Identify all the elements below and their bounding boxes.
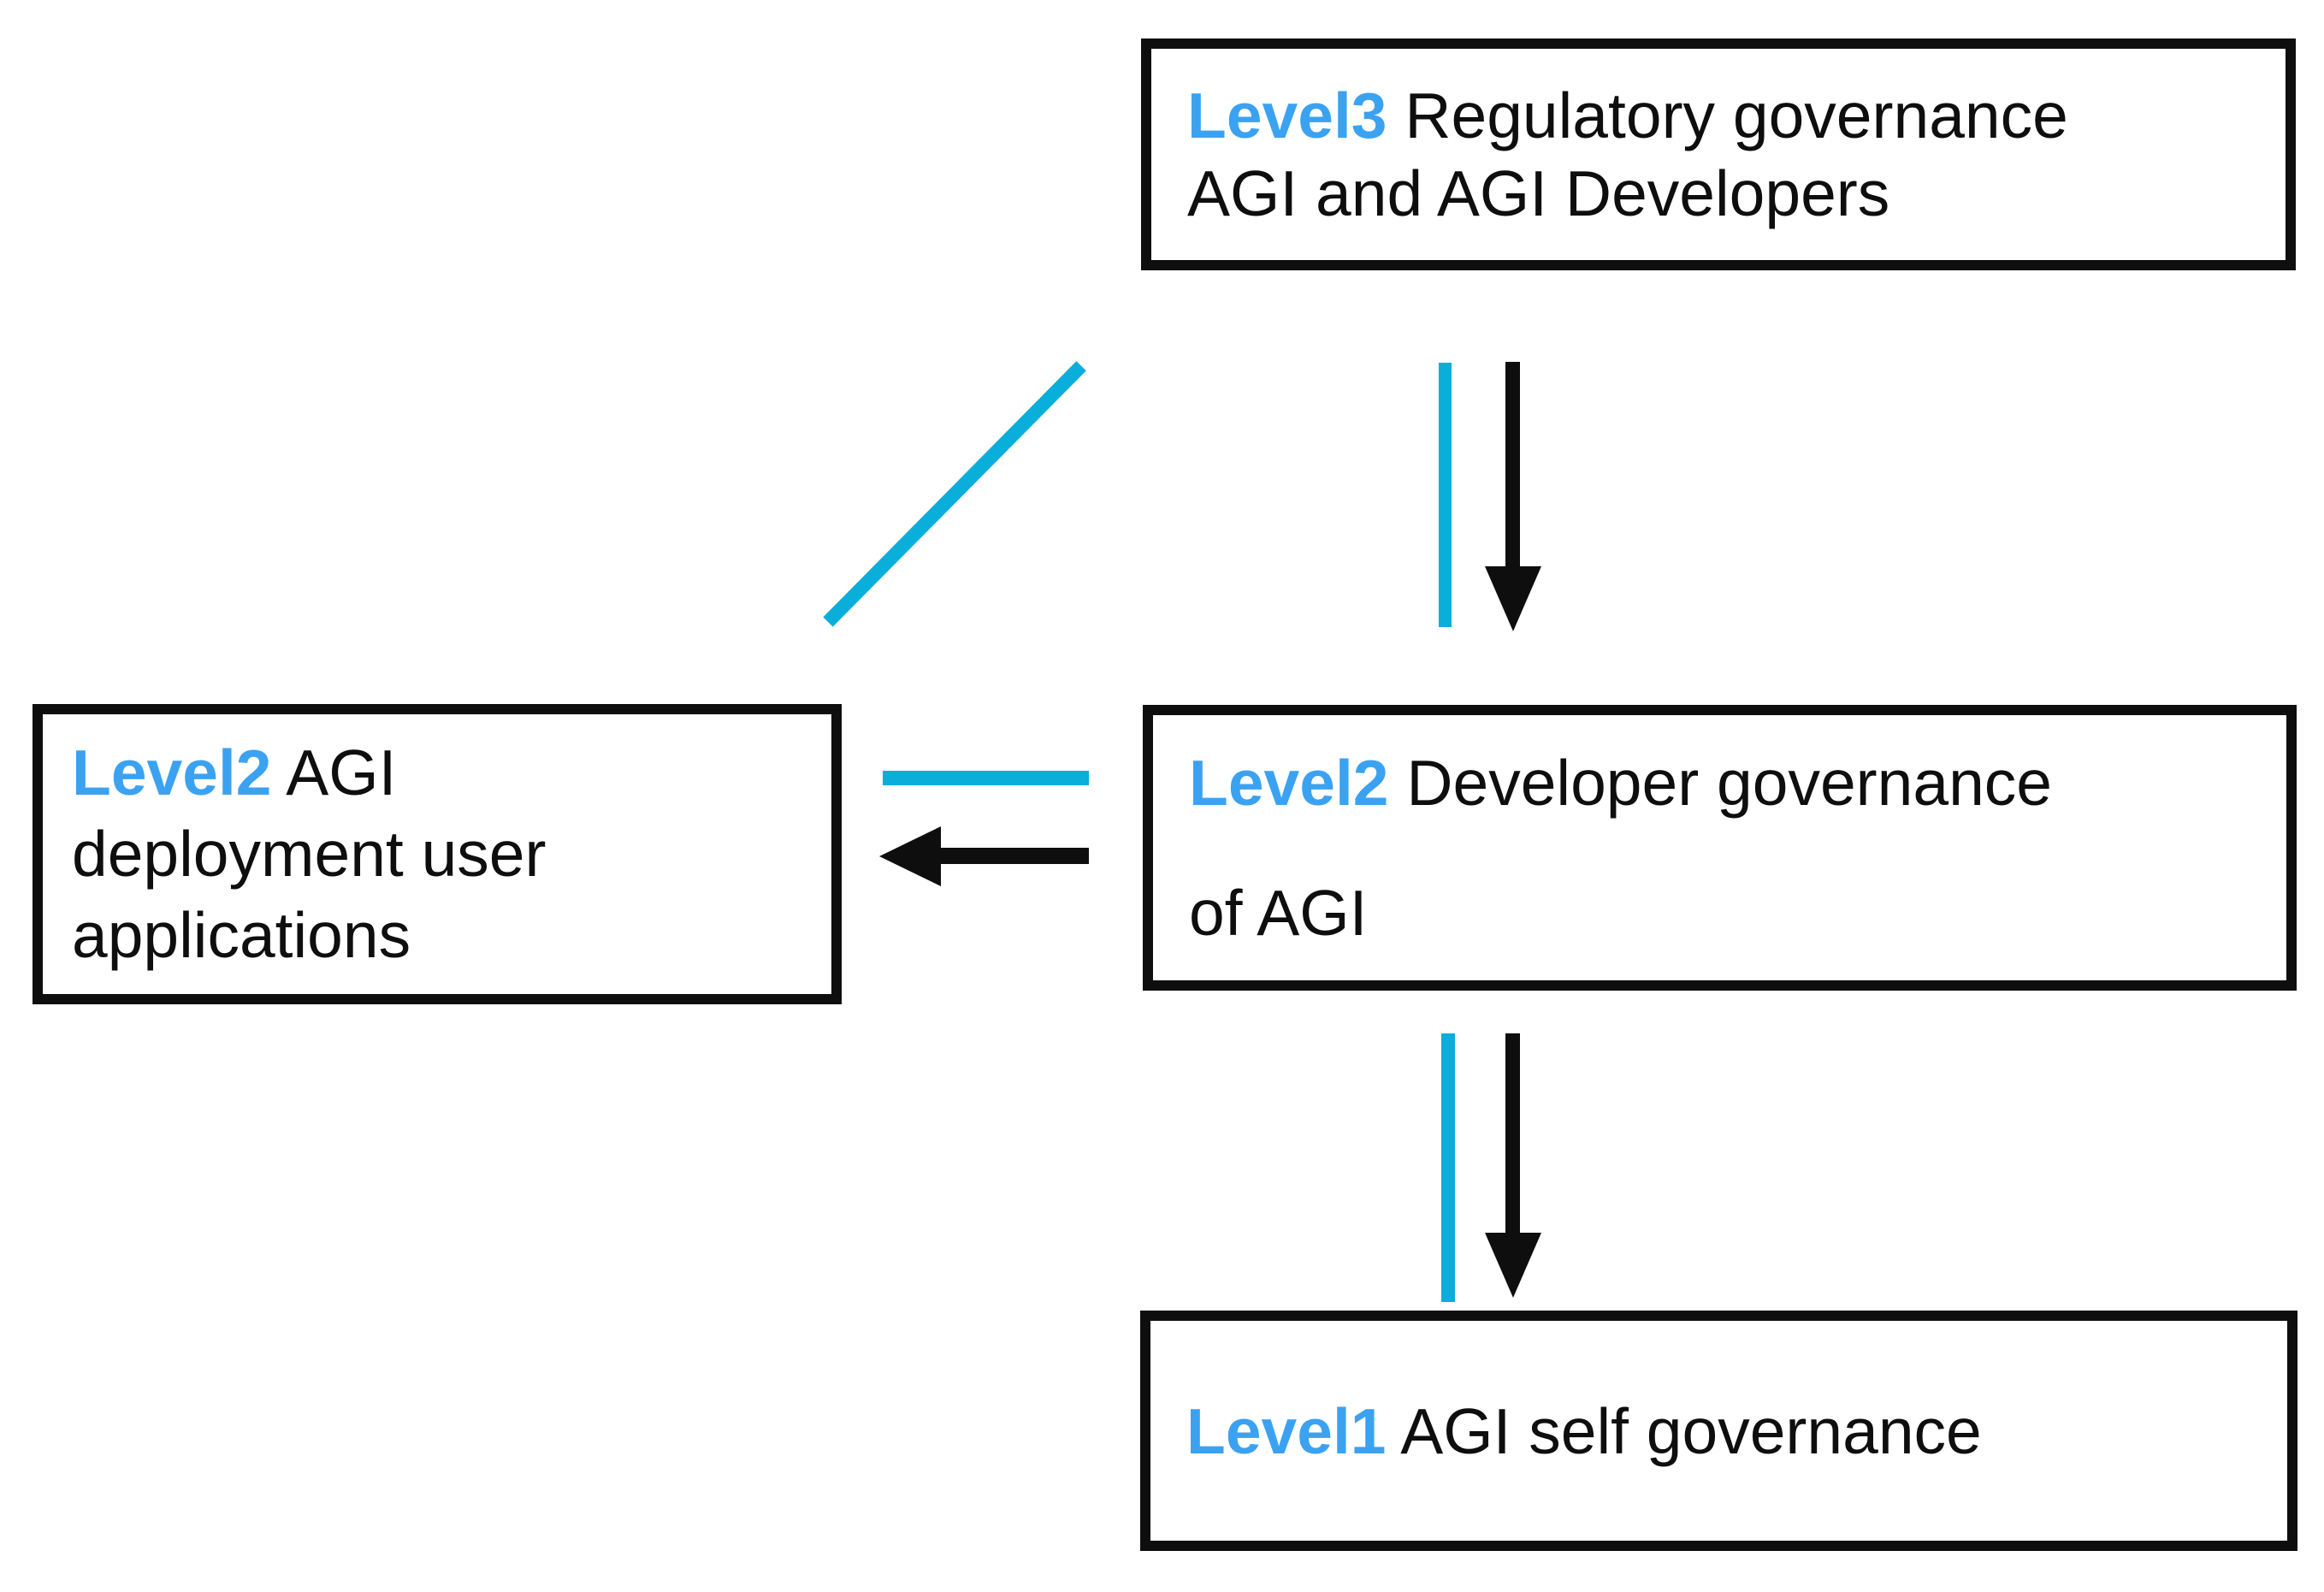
box-level2-left-text-block: Level2 AGI deployment user applications [43,732,831,976]
box-level3-text-block: Level3 Regulatory governance AGI and AGI… [1151,77,2286,233]
level1-description: AGI self governance [1400,1394,1982,1467]
box-level1-agi-self-governance: Level1 AGI self governance [1140,1311,2297,1551]
black-arrow-level3-to-level2-shaft [1505,362,1520,571]
level2-right-label: Level2 [1189,747,1389,819]
box-level2-agi-deployment: Level2 AGI deployment user applications [33,704,842,1004]
level2-right-description: Developer governance of AGI [1189,747,2052,949]
black-arrow-level2-to-level2-left-head-left-icon [879,826,941,886]
cyan-line-level2-to-level2-left [883,771,1089,785]
level3-description: Regulatory governance AGI and AGI Develo… [1187,79,2068,229]
cyan-line-level2-to-level1 [1441,1033,1455,1302]
cyan-line-level3-to-level2 [1439,363,1452,627]
level2-left-label: Level2 [72,737,272,808]
level2-left-description: AGI deployment user applications [72,737,547,971]
cyan-diagonal-line-level3-to-level2-left [823,361,1086,627]
black-arrow-level2-to-level2-left-shaft [939,848,1089,864]
box-level3-regulatory-governance: Level3 Regulatory governance AGI and AGI… [1141,38,2296,270]
box-level1-text-block: Level1 AGI self governance [1150,1393,2287,1470]
box-level2-right-text-block: Level2 Developer governance of AGI [1153,718,2286,978]
level1-label: Level1 [1186,1394,1387,1467]
black-arrow-level3-to-level2-head-down-icon [1485,566,1541,631]
level3-label: Level3 [1187,79,1387,151]
black-arrow-level2-to-level1-head-down-icon [1485,1233,1541,1298]
box-level2-developer-governance: Level2 Developer governance of AGI [1143,705,2297,991]
black-arrow-level2-to-level1-shaft [1505,1033,1520,1234]
